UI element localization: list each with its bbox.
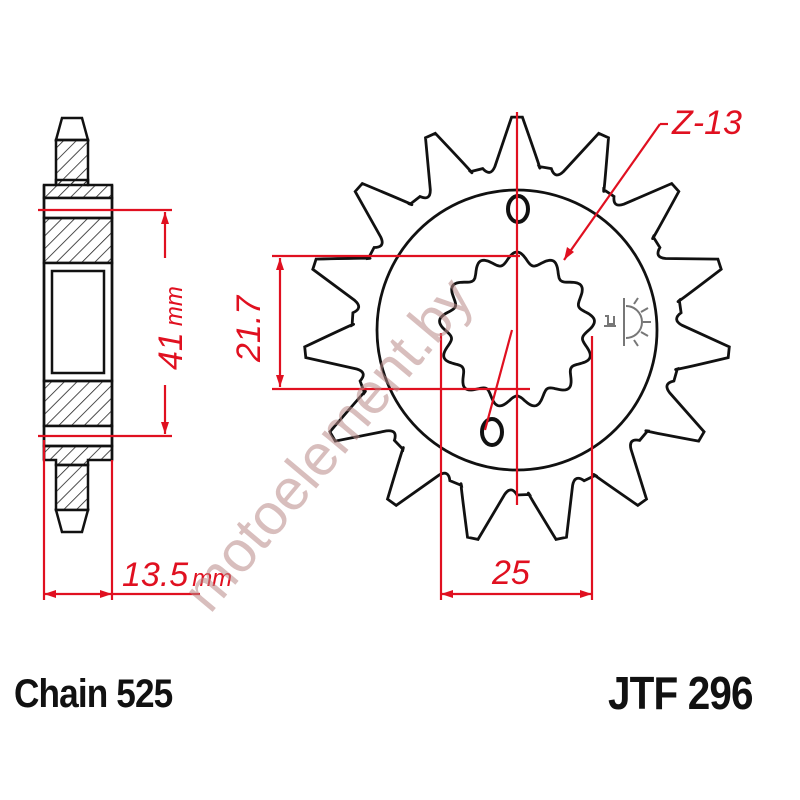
bolt-hole-bottom xyxy=(480,417,504,447)
hub-diameter-value: 41mm xyxy=(152,286,190,370)
spline-outer-value: 25 xyxy=(491,554,530,592)
tooth-count-label: Z-13 xyxy=(671,104,742,142)
outer-tooth-profile xyxy=(303,115,731,541)
sun-rotation-icon xyxy=(604,297,651,347)
part-number-label: JTF 296 xyxy=(608,667,753,719)
side-section-view xyxy=(42,116,114,534)
bottom-tooth-section xyxy=(54,463,90,512)
side-dimensions xyxy=(38,208,200,600)
front-dimensions xyxy=(272,112,668,600)
lower-bore-section xyxy=(42,379,114,428)
bore-inner xyxy=(50,269,106,375)
spline-inner-value: 21.7 xyxy=(230,295,268,363)
bottom-hub-section xyxy=(42,444,114,467)
top-tooth-section xyxy=(54,138,90,187)
top-hub-section xyxy=(42,178,114,200)
chain-size-label: Chain 525 xyxy=(14,672,173,716)
bottom-tooth-tip xyxy=(54,508,90,534)
upper-bore-section xyxy=(42,216,114,265)
top-tooth-tip xyxy=(54,116,90,142)
